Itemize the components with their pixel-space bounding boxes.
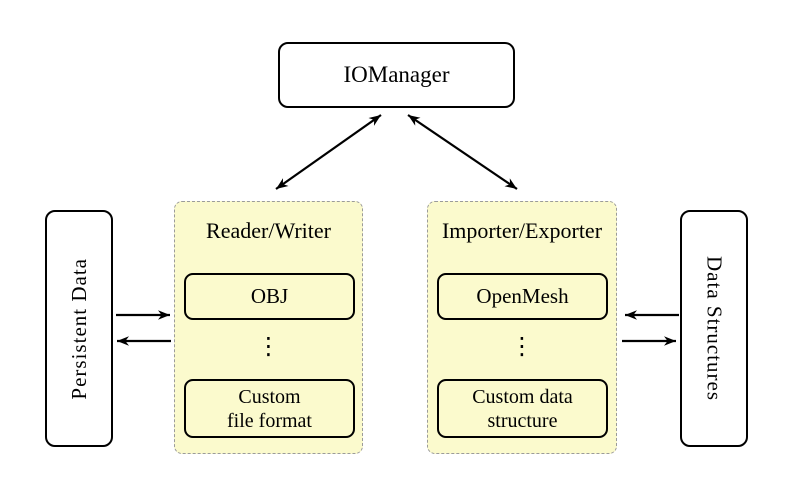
custom-file-format-node: Custom file format [184, 379, 355, 438]
iomanager-label: IOManager [343, 62, 450, 87]
custom-file-format-line2: file format [227, 409, 312, 432]
custom-data-structure-line2: structure [487, 409, 558, 432]
arrow-iomanager-readerwriter [275, 114, 382, 190]
arrow-iomanager-importerexporter [407, 114, 518, 190]
iomanager-node: IOManager [278, 42, 515, 108]
custom-data-structure-node: Custom data structure [437, 379, 608, 438]
persistent-data-node: Persistent Data [45, 210, 113, 447]
reader-writer-group: Reader/Writer OBJ ⋮ Custom file format [174, 201, 363, 454]
obj-node: OBJ [184, 273, 355, 320]
data-structures-node: Data Structures [680, 210, 748, 447]
reader-writer-title: Reader/Writer [206, 218, 331, 243]
custom-data-structure-label: Custom data structure [472, 385, 573, 433]
openmesh-label: OpenMesh [476, 284, 569, 308]
obj-label: OBJ [250, 284, 289, 308]
importer-exporter-title: Importer/Exporter [441, 218, 603, 243]
importer-exporter-group: Importer/Exporter OpenMesh ⋮ Custom data… [427, 201, 617, 454]
vertical-ellipsis: ⋮ [510, 332, 534, 360]
custom-file-format-label: Custom file format [227, 385, 312, 433]
persistent-data-label: Persistent Data [66, 257, 91, 400]
vertical-ellipsis: ⋮ [256, 332, 281, 360]
data-structures-label: Data Structures [702, 255, 727, 402]
custom-data-structure-line1: Custom data [472, 385, 573, 408]
custom-file-format-line1: Custom [238, 385, 301, 408]
openmesh-node: OpenMesh [437, 273, 608, 320]
